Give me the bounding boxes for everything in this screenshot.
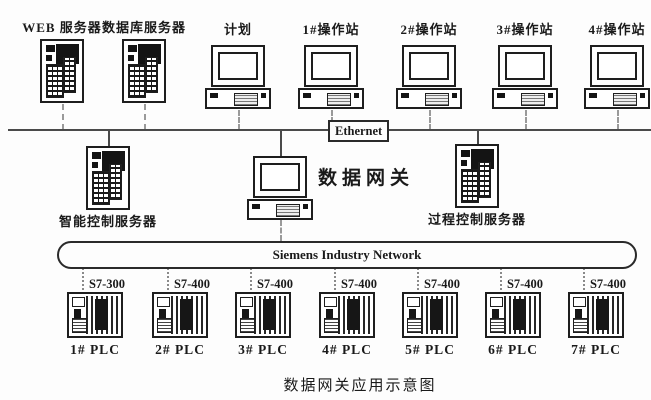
- device-label: 过程控制服务器: [427, 212, 526, 227]
- device-label: 计划: [223, 22, 252, 37]
- plc-rack-icon: [402, 292, 458, 338]
- plc-model-label: S7-400: [340, 277, 378, 291]
- plc-group-3: S7-400 3# PLC: [228, 277, 298, 358]
- device-operator-station-4: 4#操作站: [552, 22, 651, 109]
- plc-model-label: S7-400: [506, 277, 544, 291]
- plc-group-7: S7-400 7# PLC: [561, 277, 631, 358]
- connector-line: [500, 268, 502, 294]
- desktop-computer-icon: [205, 45, 271, 109]
- device-label: WEB 服务器: [22, 20, 102, 35]
- connector-line: [238, 110, 240, 130]
- server-tower-icon: [40, 39, 84, 103]
- connector-line: [280, 131, 282, 156]
- desktop-computer-icon: [396, 45, 462, 109]
- plc-rack-icon: [67, 292, 123, 338]
- server-tower-icon: [122, 39, 166, 103]
- plc-name-label: 5# PLC: [405, 342, 455, 357]
- plc-rack-icon: [568, 292, 624, 338]
- connector-line: [108, 131, 110, 146]
- connector-line: [583, 268, 585, 294]
- device-operator-station-2: 2#操作站: [364, 22, 494, 109]
- plc-name-label: 7# PLC: [571, 342, 621, 357]
- plc-name-label: 1# PLC: [70, 342, 120, 357]
- device-label: 1#操作站: [302, 22, 360, 37]
- connector-line: [429, 110, 431, 130]
- connector-line: [82, 268, 84, 294]
- device-plan-station: 计划: [173, 22, 303, 109]
- desktop-computer-icon: [247, 156, 313, 220]
- device-label: 2#操作站: [400, 22, 458, 37]
- plc-model-label: S7-400: [423, 277, 461, 291]
- device-label: 数据库服务器: [101, 20, 186, 35]
- connector-line: [144, 104, 146, 130]
- plc-model-label: S7-400: [256, 277, 294, 291]
- diagram-caption: 数据网关应用示意图: [283, 378, 437, 394]
- desktop-computer-icon: [492, 45, 558, 109]
- plc-model-label: S7-400: [173, 277, 211, 291]
- device-process-control-server: 过程控制服务器: [412, 144, 542, 228]
- plc-group-4: S7-400 4# PLC: [312, 277, 382, 358]
- plc-model-label: S7-300: [88, 277, 126, 291]
- device-label: 3#操作站: [496, 22, 554, 37]
- connector-line: [617, 110, 619, 130]
- plc-name-label: 3# PLC: [238, 342, 288, 357]
- connector-line: [334, 268, 336, 294]
- plc-name-label: 6# PLC: [488, 342, 538, 357]
- device-intelligent-control-server: 智能控制服务器: [43, 146, 173, 230]
- device-label: 智能控制服务器: [58, 214, 157, 229]
- plc-group-5: S7-400 5# PLC: [395, 277, 465, 358]
- server-tower-icon: [86, 146, 130, 210]
- device-operator-station-3: 3#操作站: [460, 22, 590, 109]
- plc-rack-icon: [235, 292, 291, 338]
- plc-group-2: S7-400 2# PLC: [145, 277, 215, 358]
- connector-line: [250, 268, 252, 294]
- device-database-server: 数据库服务器: [79, 20, 209, 103]
- plc-model-label: S7-400: [589, 277, 627, 291]
- desktop-computer-icon: [298, 45, 364, 109]
- plc-group-6: S7-400 6# PLC: [478, 277, 548, 358]
- plc-rack-icon: [152, 292, 208, 338]
- connector-line: [280, 220, 282, 241]
- connector-line: [525, 110, 527, 130]
- device-web-server: WEB 服务器: [0, 20, 127, 103]
- device-data-gateway: [215, 156, 345, 220]
- plc-name-label: 4# PLC: [322, 342, 372, 357]
- plc-name-label: 2# PLC: [155, 342, 205, 357]
- ethernet-label: Ethernet: [328, 120, 390, 142]
- siemens-industry-network-bus: Siemens Industry Network: [57, 241, 637, 269]
- connector-line: [167, 268, 169, 294]
- data-gateway-label: 数据网关: [318, 168, 415, 189]
- device-label: 4#操作站: [588, 22, 646, 37]
- connector-line: [62, 104, 64, 130]
- plc-rack-icon: [485, 292, 541, 338]
- desktop-computer-icon: [584, 45, 650, 109]
- server-tower-icon: [455, 144, 499, 208]
- connector-line: [417, 268, 419, 294]
- plc-rack-icon: [319, 292, 375, 338]
- device-operator-station-1: 1#操作站: [266, 22, 396, 109]
- connector-line: [477, 131, 479, 144]
- plc-group-1: S7-300 1# PLC: [60, 277, 130, 358]
